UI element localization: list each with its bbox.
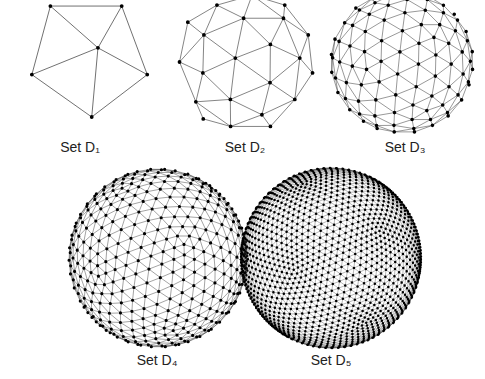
sphere-points [30, 4, 149, 119]
sphere-points [330, 0, 475, 134]
set-label: Set D₁ [60, 139, 100, 156]
set-label: Set D₂ [225, 139, 265, 156]
sphere-edges [32, 6, 147, 117]
sphere-points [178, 0, 315, 128]
sphere-group [30, 0, 474, 349]
set-label: Set D₃ [385, 139, 426, 156]
sphere-edges [180, 0, 313, 126]
set-label: Set D₄ [137, 352, 178, 369]
sphere-points [240, 167, 422, 349]
sphere-points [67, 168, 248, 349]
set-label: Set D₅ [311, 352, 352, 369]
